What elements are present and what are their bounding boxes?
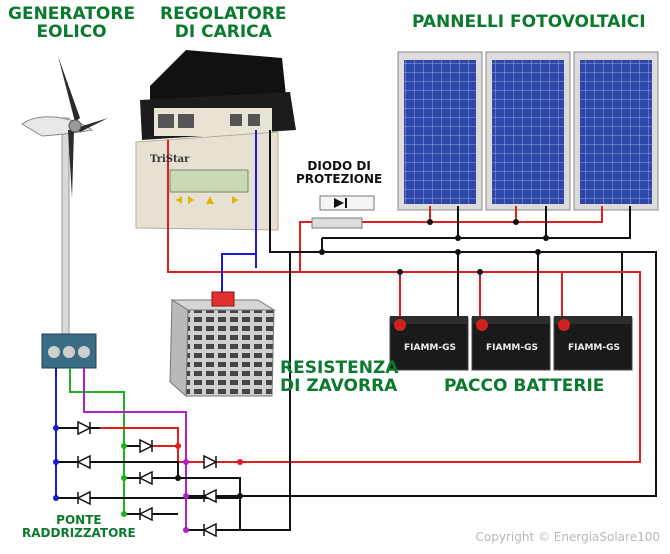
- battery-pack: [389, 316, 633, 371]
- battery-brand-1: FIAMM-GS: [404, 343, 456, 353]
- pv-panels-label: PANNELLI FOTOVOLTAICI: [412, 12, 646, 32]
- pv-wiring: [167, 130, 631, 320]
- charge-controller-label-line1: REGOLATORE: [160, 4, 287, 24]
- dump-load-label-line2: DI ZAVORRA: [280, 375, 398, 396]
- protection-diode-label-line1: DIODO DI: [307, 159, 371, 173]
- charge-controller-label-line2: DI CARICA: [174, 21, 272, 42]
- protection-diode-label-line2: PROTEZIONE: [296, 171, 383, 186]
- wind-turbine: [21, 56, 108, 341]
- rectifier-terminal-block: [41, 333, 97, 369]
- charge-controller-label: REGOLATORE DI CARICA: [160, 4, 287, 42]
- wind-generator-label: GENERATORE EOLICO: [8, 4, 136, 42]
- rectifier-diodes: [76, 420, 218, 538]
- battery-pack-label: PACCO BATTERIE: [444, 376, 605, 396]
- protection-diode-label: DIODO DI PROTEZIONE: [296, 160, 382, 185]
- charge-controller: [135, 50, 296, 231]
- battery-brand-3: FIAMM-GS: [568, 343, 620, 353]
- rectifier-label-line2: RADDRIZZATORE: [22, 525, 136, 540]
- wind-generator-label-line2: EOLICO: [36, 21, 107, 42]
- rectifier-label-line1: PONTE: [56, 513, 102, 527]
- dump-load-resistor: [169, 291, 276, 398]
- controller-brand: TriStar: [150, 154, 190, 165]
- protection-diode: [311, 195, 375, 229]
- battery-brand-2: FIAMM-GS: [486, 343, 538, 353]
- wind-generator-label-line1: GENERATORE: [8, 4, 136, 24]
- copyright-notice: Copyright © EnergiaSolare100: [475, 530, 660, 544]
- pv-panel-array: [397, 51, 659, 211]
- rectifier-wiring: [53, 251, 657, 533]
- dump-load-label: RESISTENZA DI ZAVORRA: [280, 358, 399, 396]
- dump-load-label-line1: RESISTENZA: [280, 358, 399, 378]
- rectifier-label: PONTE RADDRIZZATORE: [22, 514, 136, 539]
